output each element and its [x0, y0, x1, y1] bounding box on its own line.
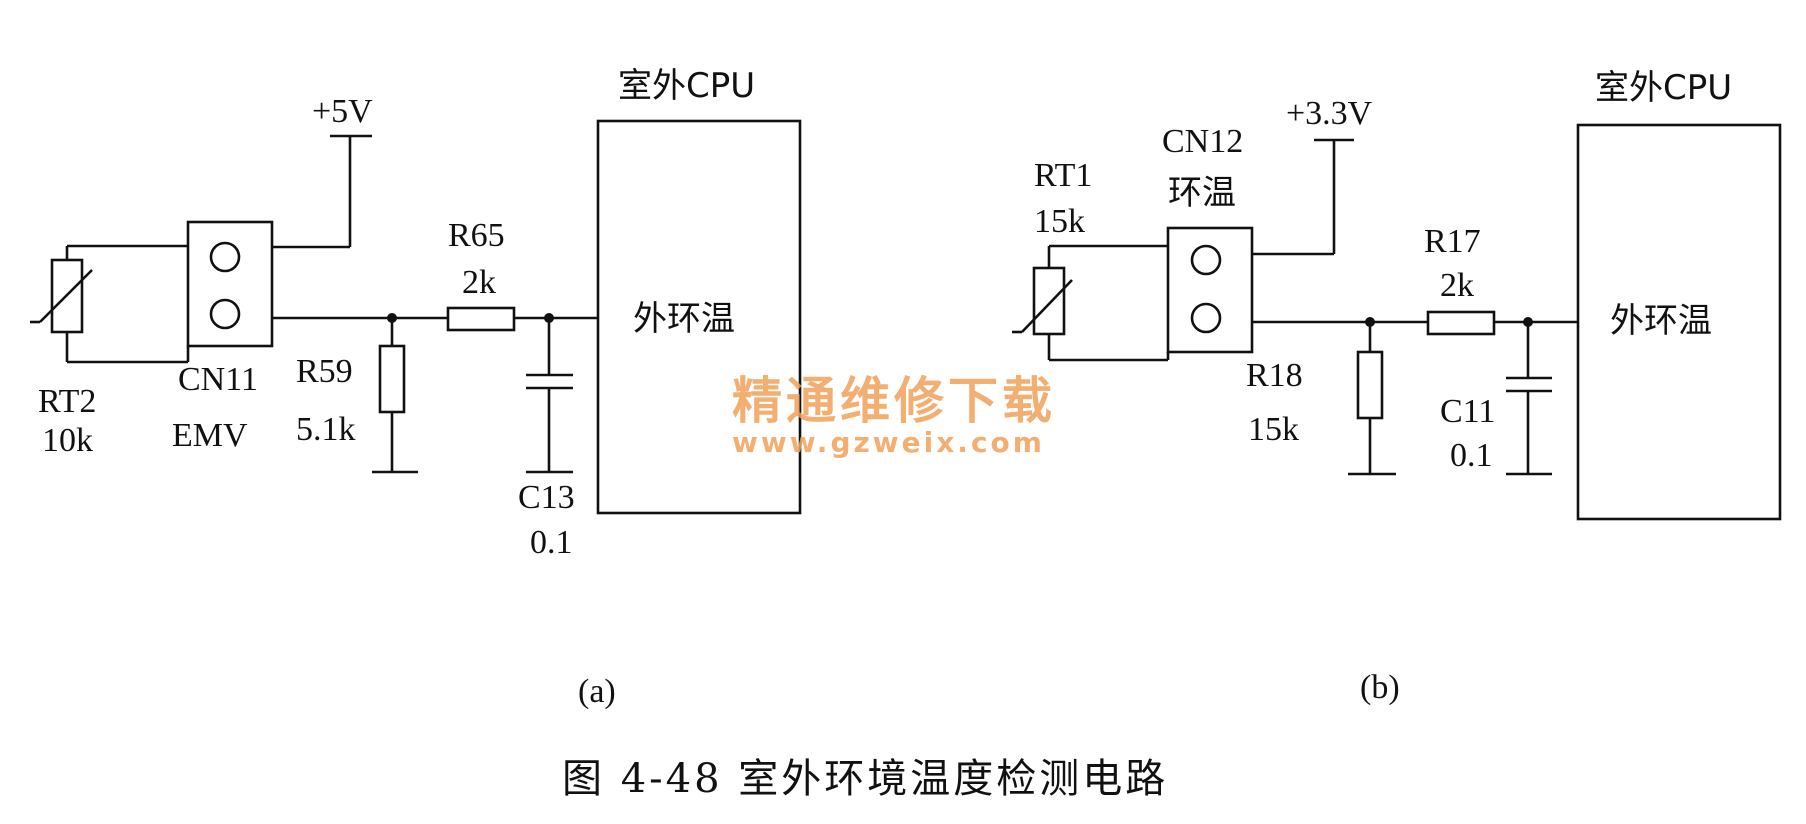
- cpu-a-title: 室外CPU: [618, 66, 755, 106]
- watermark: 精通维修下载 www.gzweix.com: [732, 372, 1056, 459]
- thermistor-rt2: [30, 244, 190, 364]
- cpu-a-pin-label: 外环温: [633, 299, 735, 339]
- capacitor-c11-name: C11: [1440, 393, 1495, 430]
- capacitor-c11-value: 0.1: [1450, 437, 1493, 474]
- resistor-r18-name: R18: [1246, 357, 1303, 394]
- watermark-url: www.gzweix.com: [732, 426, 1045, 459]
- resistor-r59-value: 5.1k: [296, 411, 356, 448]
- resistor-r17-name: R17: [1424, 223, 1481, 260]
- cpu-a-box: [596, 119, 802, 515]
- resistor-r65: [446, 306, 516, 332]
- resistor-r18: [1356, 350, 1384, 420]
- resistor-r65-name: R65: [448, 217, 505, 254]
- thermistor-rt1-name: RT1: [1034, 157, 1092, 194]
- panel-b-label: (b): [1360, 669, 1400, 706]
- connector-cn12-note: 环温: [1168, 173, 1236, 213]
- cpu-b-box: [1576, 123, 1782, 521]
- resistor-r65-value: 2k: [462, 264, 496, 301]
- thermistor-rt1-body: [1032, 266, 1066, 336]
- figure-caption: 图 4-48 室外环境温度检测电路: [562, 756, 1168, 802]
- cpu-b-pin-label: 外环温: [1610, 301, 1712, 341]
- connector-cn12-pin-1: [1190, 244, 1222, 276]
- resistor-r17: [1426, 310, 1496, 336]
- thermistor-rt1: [1012, 244, 1170, 362]
- watermark-title: 精通维修下载: [732, 372, 1056, 430]
- panel-a-label: (a): [578, 673, 616, 710]
- thermistor-rt2-name: RT2: [38, 383, 96, 420]
- capacitor-c13-value: 0.1: [530, 524, 573, 561]
- resistor-r59-name: R59: [296, 353, 353, 390]
- resistor-r59: [378, 344, 406, 414]
- resistor-r17-value: 2k: [1440, 267, 1474, 304]
- connector-cn11-pin-2: [209, 298, 241, 330]
- resistor-r18-value: 15k: [1248, 411, 1299, 448]
- connector-cn12-name: CN12: [1162, 123, 1243, 160]
- connector-cn11-name: CN11: [178, 361, 258, 398]
- capacitor-c13-name: C13: [518, 479, 575, 516]
- supply-b-label: +3.3V: [1286, 95, 1373, 132]
- thermistor-rt1-value: 15k: [1034, 203, 1085, 240]
- connector-cn11-pin-1: [209, 241, 241, 273]
- connector-cn11-note: EMV: [172, 417, 248, 454]
- supply-a-label: +5V: [312, 93, 373, 130]
- circuit-a: 室外CPU 外环温 RT2 10k CN11 EMV +5V: [30, 66, 802, 710]
- cpu-b-title: 室外CPU: [1595, 68, 1732, 108]
- connector-cn12-pin-2: [1190, 302, 1222, 334]
- circuit-b: 室外CPU 外环温 CN12 环温 RT1 15k +3.3V: [1012, 68, 1782, 706]
- thermistor-rt2-value: 10k: [42, 422, 93, 459]
